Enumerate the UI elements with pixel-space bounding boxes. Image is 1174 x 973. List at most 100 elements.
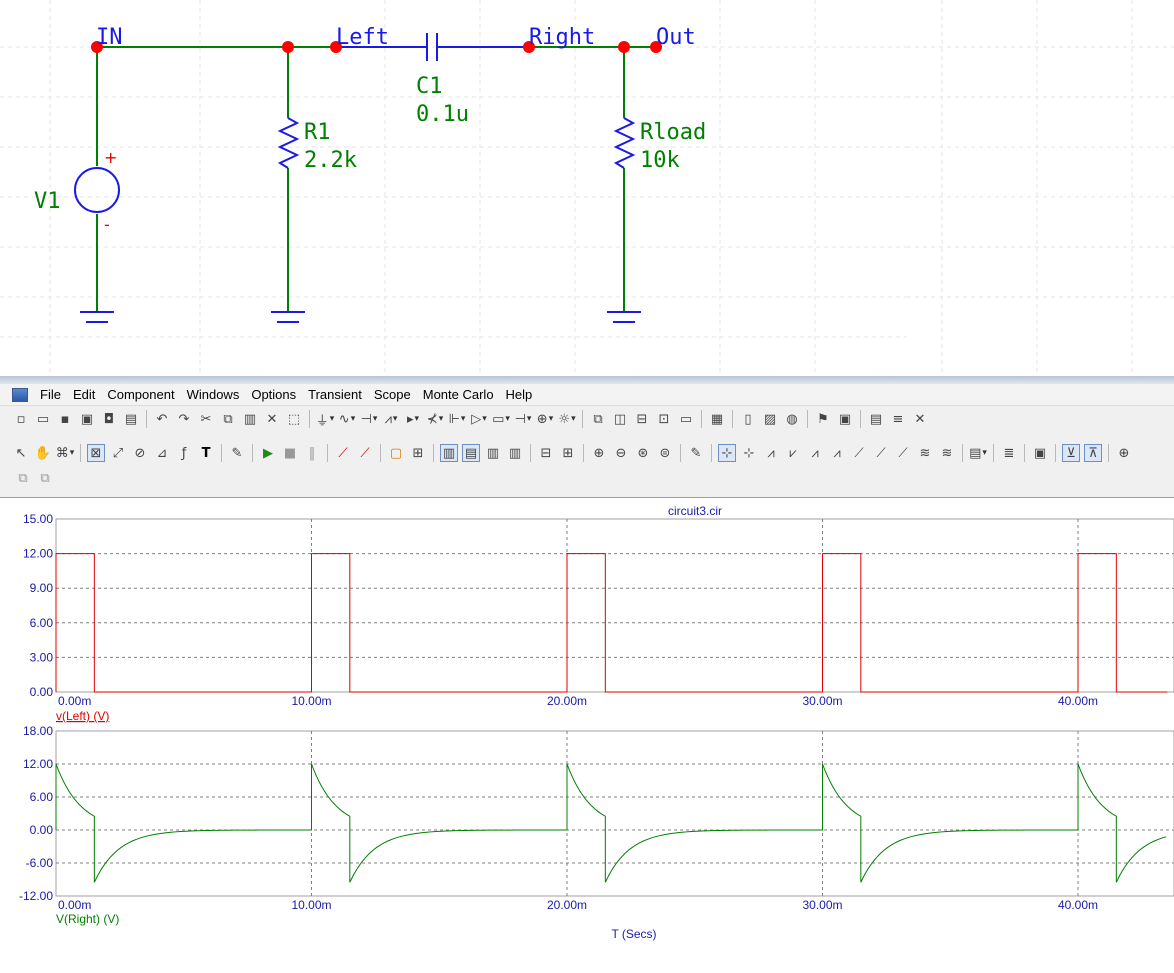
cursor-mode-icon[interactable]: ⊘ [134,445,146,461]
global-low-icon[interactable]: ⟋ [854,445,864,461]
save-icon[interactable]: ▪ [60,411,70,427]
maximize-icon[interactable]: ⤢ [112,445,124,461]
grid-4-icon[interactable]: ▥ [508,445,522,461]
bottom-icon[interactable]: ⟋ [898,445,908,461]
menu-monte-carlo[interactable]: Monte Carlo [422,387,494,402]
function-icon[interactable]: ƒ [181,445,187,461]
low-icon[interactable]: ⩗ [789,445,797,461]
rload-resistor-symbol[interactable] [613,117,636,169]
slope-max-icon[interactable]: ≋ [919,445,931,461]
zoom-icon[interactable]: ⊕ [1118,445,1130,461]
grid-icon[interactable]: ▥ [440,444,458,462]
grid-2-icon[interactable]: ▤ [462,444,480,462]
schematic-canvas[interactable]: + - IN Left Right Out V1 R1 2.2k C1 0.1u [0,0,907,378]
print-preview-icon[interactable]: ◘ [103,411,115,427]
cut-icon[interactable]: ✂ [200,411,212,427]
unstack-icon[interactable]: ⊼ [1084,444,1102,462]
block-icon[interactable]: ▭ [492,410,510,428]
r1-resistor-symbol[interactable] [277,117,300,169]
pan-icon[interactable]: ✋ [34,445,52,461]
properties-icon[interactable]: ▨ [763,411,777,427]
globe-icon[interactable]: ◍ [786,411,798,427]
text-icon[interactable]: ≡ [892,411,904,427]
menu-options[interactable]: Options [251,387,297,402]
copy-plot-icon[interactable]: ▤ [969,444,987,462]
open-icon[interactable]: ▭ [36,411,50,427]
pointer-icon[interactable]: ↖ [15,445,27,461]
probe-icon[interactable]: ⊿ [156,445,168,461]
nmos-icon[interactable]: ⊩ [448,410,466,428]
zoom-out-icon[interactable]: ⊖ [615,445,627,461]
tag-icon[interactable]: ▢ [389,445,403,461]
redo-icon[interactable]: ↷ [178,411,190,427]
note-icon[interactable]: ✎ [231,445,243,461]
print-icon[interactable]: ▤ [124,411,138,427]
lamp-icon[interactable]: ☼ [558,410,576,428]
window-title-bar[interactable] [0,376,1174,384]
source-icon[interactable]: ⊕ [536,410,554,428]
slope-icon[interactable]: ⟋ [360,445,370,461]
text-icon[interactable]: T [201,445,211,461]
tokens-icon[interactable]: ✎ [690,445,702,461]
pane-1-icon[interactable]: ⊟ [540,445,552,461]
zoom-area-icon[interactable]: ⊜ [659,445,671,461]
undo-icon[interactable]: ↶ [156,411,168,427]
grid-3-icon[interactable]: ▥ [486,445,500,461]
npn-icon[interactable]: ⊀ [426,410,444,428]
menu-file[interactable]: File [40,387,61,402]
inflection-icon[interactable]: ⩘ [811,445,819,461]
pause-icon[interactable]: ‖ [308,445,316,461]
flags-icon[interactable]: ⚑ [817,411,829,427]
menu-help[interactable]: Help [505,387,533,402]
menu-windows[interactable]: Windows [186,387,240,402]
peak-icon[interactable]: ⊹ [718,444,736,462]
slope-min-icon[interactable]: ≋ [941,445,953,461]
legend-v-right[interactable]: V(Right) (V) [56,912,119,926]
tile-vertical-icon[interactable]: ⊟ [636,411,648,427]
scale-mode-icon[interactable]: ⊠ [87,444,105,462]
point-tag-icon[interactable]: ⊞ [412,445,424,461]
select-area-icon[interactable]: ⬚ [287,411,301,427]
delete-icon[interactable]: ✕ [266,411,278,427]
sine-source-icon[interactable]: ∿ [338,410,356,428]
stack-icon[interactable]: ⊻ [1062,444,1080,462]
copy-icon[interactable]: ⧉ [223,411,233,427]
export-icon[interactable]: ▤ [869,411,883,427]
global-high-icon[interactable]: ⩘ [833,445,841,461]
save-as-icon[interactable]: ▣ [80,411,94,427]
app-icon[interactable] [12,387,28,402]
menu-scope[interactable]: Scope [373,387,411,402]
tile-horizontal-icon[interactable]: ◫ [613,411,627,427]
new-icon[interactable]: ▫ [16,411,26,427]
v1-source-symbol[interactable]: + - [74,148,120,234]
zoom-fit-icon[interactable]: ⊛ [637,445,649,461]
top-icon[interactable]: ⟋ [876,445,886,461]
pane-2-icon[interactable]: ⊞ [562,445,574,461]
zoom-in-icon[interactable]: ⊕ [593,445,605,461]
capacitor-icon[interactable]: ⊣ [360,410,378,428]
legend-v-left[interactable]: v(Left) (V) [56,709,109,723]
calculator-icon[interactable]: ▦ [710,411,724,427]
print-plot-icon[interactable]: ▣ [1033,445,1047,461]
component-editor-icon[interactable]: ▯ [744,411,752,427]
cascade-icon[interactable]: ⧉ [593,411,603,427]
menu-component[interactable]: Component [107,387,175,402]
resistor-icon[interactable]: ⩘ [382,410,400,428]
run-icon[interactable]: ▶ [263,445,273,461]
windows-icon[interactable]: ⊡ [658,411,670,427]
valley-icon[interactable]: ⊹ [743,445,755,461]
ungroup-icon[interactable]: ⧉ [40,470,50,486]
menu-transient[interactable]: Transient [308,387,362,402]
ground-icon[interactable]: ⏚ [316,410,334,429]
battery-icon[interactable]: ⊣ [514,410,532,428]
info-icon[interactable]: ▣ [838,411,852,427]
high-icon[interactable]: ⩘ [767,445,775,461]
tangent-icon[interactable]: ⟋ [338,445,348,461]
window-icon[interactable]: ▭ [679,411,693,427]
menu-edit[interactable]: Edit [72,387,96,402]
stop-icon[interactable]: ■ [283,445,297,461]
diode-icon[interactable]: ▸ [404,410,422,428]
paste-icon[interactable]: ▥ [243,411,257,427]
c1-capacitor-symbol[interactable] [426,33,438,61]
